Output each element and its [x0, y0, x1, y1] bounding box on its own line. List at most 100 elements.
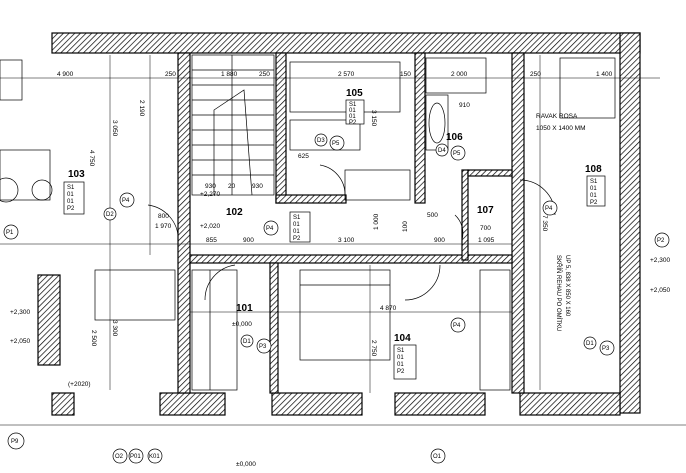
- bath-note-line1: RAVAK ROSA: [536, 113, 578, 120]
- svg-text:P2: P2: [293, 236, 301, 242]
- room-101: 101: [236, 303, 253, 314]
- tag-p4-104: P4: [453, 323, 461, 329]
- level-2020-paren: (+2020): [68, 381, 91, 388]
- svg-text:01: 01: [397, 355, 404, 361]
- svg-text:P2: P2: [349, 120, 357, 126]
- svg-text:S1: S1: [397, 348, 405, 354]
- tag-p9: P9: [11, 439, 19, 445]
- dim-3100: 3 100: [338, 237, 355, 244]
- bath-note-line2: 1050 X 1400 MM: [536, 125, 586, 132]
- level-000-101: ±0,000: [232, 321, 252, 328]
- dim-2570: 2 570: [338, 71, 355, 78]
- tag-p3-101: P3: [259, 344, 267, 350]
- tag-d2: D2: [106, 212, 114, 218]
- dim-20: 20: [228, 183, 236, 190]
- dim-2500: 2 500: [90, 330, 97, 347]
- svg-text:S1: S1: [590, 179, 598, 185]
- svg-text:01: 01: [67, 199, 74, 205]
- level-2020: +2,020: [200, 223, 220, 230]
- dim-4750: 4 750: [88, 150, 95, 167]
- dim-1970: 1 970: [155, 223, 172, 230]
- svg-text:01: 01: [293, 229, 300, 235]
- tag-d1-101: D1: [243, 339, 251, 345]
- tag-p3-108: P3: [602, 346, 610, 352]
- dimension-lines: [0, 55, 686, 426]
- dim-3150: 3 150: [370, 110, 377, 127]
- finish-table-105: S1 01 01 P2: [345, 99, 365, 126]
- dim-1400: 1 400: [596, 71, 613, 78]
- dim-800: 800: [158, 213, 169, 220]
- dim-250-b: 250: [259, 71, 270, 78]
- dim-700: 700: [480, 225, 491, 232]
- level-2050-right: +2,050: [650, 287, 670, 294]
- finish-table-103: S1 01 01 P2: [63, 181, 85, 215]
- room-104: 104: [394, 333, 411, 344]
- svg-text:01: 01: [397, 362, 404, 368]
- dim-100: 100: [402, 221, 409, 232]
- dim-3050: 3 050: [111, 120, 118, 137]
- room-102: 102: [226, 207, 243, 218]
- room-103: 103: [68, 169, 85, 180]
- finish-table-102: S1 01 01 P2: [289, 211, 311, 243]
- dim-1880: 1 880: [221, 71, 238, 78]
- tag-d3: D3: [317, 138, 325, 144]
- level-2050-left: +2,050: [10, 338, 30, 345]
- dim-900-a: 900: [243, 237, 254, 244]
- svg-text:01: 01: [67, 192, 74, 198]
- svg-text:S1: S1: [67, 185, 75, 191]
- room-107: 107: [477, 205, 494, 216]
- svg-text:P2: P2: [67, 206, 75, 212]
- room-labels: 103 102 105 106 107 108 101 104: [68, 88, 602, 344]
- dim-150: 150: [400, 71, 411, 78]
- notes: RAVAK ROSA 1050 X 1400 MM SKŘÍŇ REHAU PO…: [536, 113, 586, 331]
- tag-p4-108: P4: [545, 206, 553, 212]
- cabinet-note-line1: SKŘÍŇ REHAU PO OMÍTKU: [555, 255, 563, 331]
- level-2300-left: +2,300: [10, 309, 30, 316]
- tag-d1-108: D1: [586, 341, 594, 347]
- tags: P1 P4 P5 P5 P4 P4 P4 P3 P3 P9 D1 D1 D2 D…: [3, 133, 670, 464]
- stairs: [191, 54, 275, 196]
- dim-4870: 4 870: [380, 305, 397, 312]
- dim-3300: 3 300: [111, 320, 118, 337]
- level-2270: +2,270: [200, 191, 220, 198]
- finish-table-108: S1 01 01 P2: [586, 175, 606, 207]
- bottom-level: ±0,000: [236, 461, 256, 468]
- dim-930-a: 930: [205, 183, 216, 190]
- tag-p2: P2: [657, 238, 665, 244]
- dim-7350: 7 350: [541, 215, 548, 232]
- tag-o1: O1: [433, 454, 442, 460]
- svg-text:01: 01: [590, 186, 597, 192]
- fixtures: [0, 57, 616, 391]
- tag-p4-103: P4: [122, 198, 130, 204]
- svg-text:01: 01: [590, 193, 597, 199]
- dim-855: 855: [206, 237, 217, 244]
- dim-900-b: 900: [434, 237, 445, 244]
- svg-text:S1: S1: [349, 102, 357, 108]
- dim-2000: 2 000: [451, 71, 468, 78]
- svg-text:01: 01: [293, 222, 300, 228]
- dim-930-b: 930: [252, 183, 263, 190]
- level-2300-right: +2,300: [650, 257, 670, 264]
- tag-d4: D4: [438, 148, 446, 154]
- dim-250-a: 250: [165, 71, 176, 78]
- tag-p1: P1: [6, 230, 14, 236]
- dim-4900: 4 900: [57, 71, 74, 78]
- tag-p5-106: P5: [453, 151, 461, 157]
- dimension-texts: 4 900 2 570 2 000 1 880 250 250 150 250 …: [57, 71, 613, 357]
- room-106: 106: [446, 132, 463, 143]
- tag-p01: P01: [130, 454, 141, 460]
- finish-table-104: S1 01 01 P2: [393, 344, 417, 380]
- svg-text:P2: P2: [590, 200, 598, 206]
- dim-2750: 2 750: [370, 340, 377, 357]
- dim-625: 625: [298, 153, 309, 160]
- svg-text:P2: P2: [397, 369, 405, 375]
- dim-250-c: 250: [530, 71, 541, 78]
- dim-910: 910: [459, 102, 470, 109]
- dim-1000: 1 000: [373, 213, 380, 230]
- svg-text:01: 01: [349, 108, 356, 114]
- cabinet-note-line2: UP 5, 838 X 850 X 160: [564, 255, 570, 317]
- room-105: 105: [346, 88, 363, 99]
- level-marks: +2,300 +2,050 +2,270 +2,020 +2,300 +2,05…: [10, 191, 670, 388]
- dim-500: 500: [427, 212, 438, 219]
